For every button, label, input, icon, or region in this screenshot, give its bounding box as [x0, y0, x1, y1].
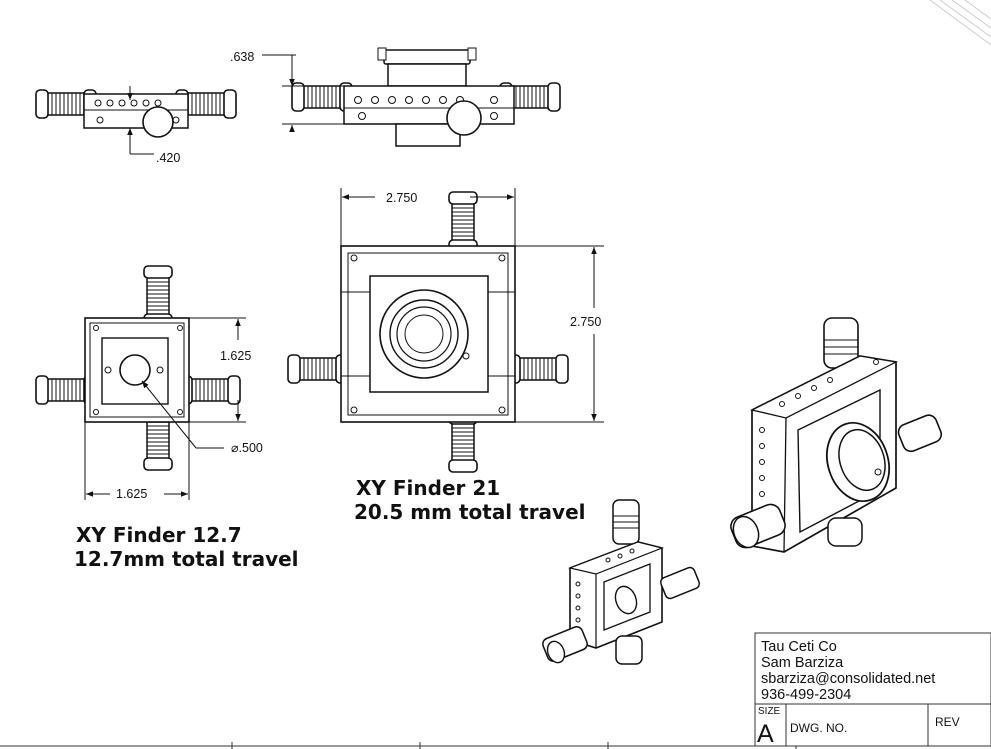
title-large-line1: XY Finder 21	[356, 476, 500, 500]
title-block	[754, 632, 991, 747]
dim-side-height-small: .420	[156, 151, 180, 165]
dim-height-small: 1.625	[220, 349, 251, 363]
dim-width-small: 1.625	[116, 487, 147, 501]
title-block-size-value: A	[757, 720, 774, 748]
title-block-size-label: SIZE	[758, 706, 781, 717]
dim-side-height-large: .638	[230, 50, 254, 64]
front-view-small	[35, 265, 246, 500]
side-view-small	[35, 86, 237, 155]
title-block-company: Tau Ceti Co	[761, 639, 837, 655]
dim-height-large: 2.750	[570, 315, 601, 329]
dim-aperture-small: ⌀.500	[231, 441, 263, 455]
title-large-line2: 20.5 mm total travel	[354, 500, 586, 524]
isometric-view-large	[730, 317, 943, 553]
title-block-email: sbarziza@consolidated.net	[761, 671, 935, 687]
title-block-rev-label: REV	[935, 715, 960, 729]
front-view-large	[287, 188, 604, 473]
title-block-phone: 936-499-2304	[761, 687, 851, 703]
title-block-dwg-no-label: DWG. NO.	[790, 721, 847, 735]
side-view-large	[262, 47, 561, 147]
isometric-view-small	[542, 499, 701, 665]
title-small-line1: XY Finder 12.7	[76, 523, 242, 547]
title-small-line2: 12.7mm total travel	[74, 547, 299, 571]
title-block-name: Sam Barziza	[761, 655, 844, 671]
dim-width-large: 2.750	[386, 191, 417, 205]
